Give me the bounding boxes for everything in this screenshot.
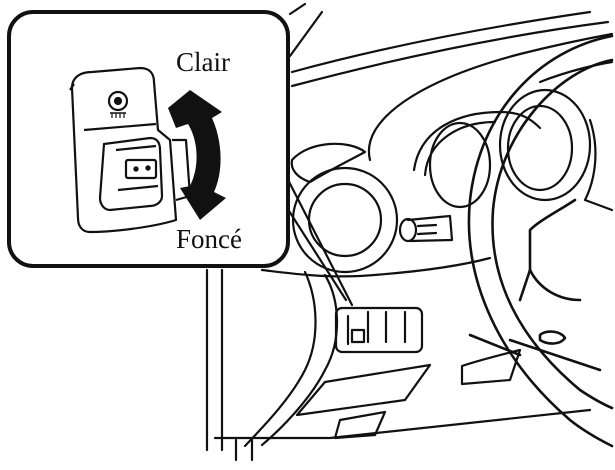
lower-dashboard bbox=[205, 256, 592, 462]
steering-wheel bbox=[467, 34, 614, 448]
label-bright: Clair bbox=[176, 47, 230, 77]
dimmer-switch bbox=[69, 66, 192, 234]
adjust-arrow-icon bbox=[168, 90, 226, 220]
windshield-pillar bbox=[288, 2, 324, 58]
instrument-cluster bbox=[412, 88, 614, 212]
air-vent-left bbox=[290, 142, 399, 274]
dashboard-top bbox=[290, 10, 614, 162]
switch-panel bbox=[334, 306, 424, 354]
callout-pointer bbox=[280, 166, 354, 307]
label-dark: Foncé bbox=[176, 224, 242, 254]
dashboard-illumination-icon bbox=[107, 90, 129, 118]
wiper-stalk bbox=[398, 214, 454, 243]
lower-pocket bbox=[295, 348, 522, 440]
